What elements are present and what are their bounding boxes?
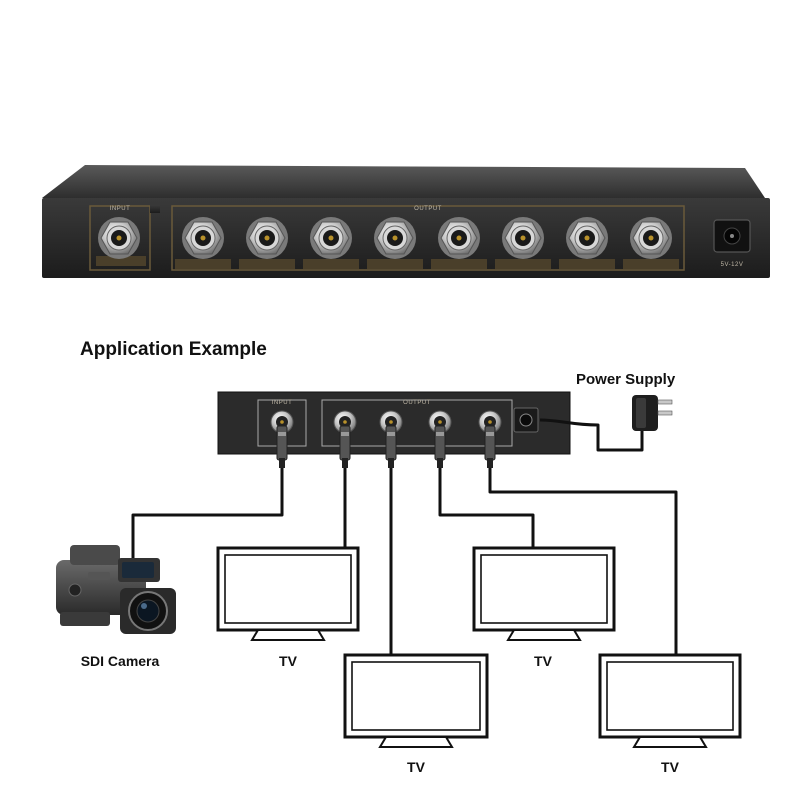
input-frame-label: INPUT [110, 206, 131, 212]
camera-icon [56, 545, 176, 634]
cable-out-3 [438, 465, 535, 550]
power-supply-label: Power Supply [576, 371, 676, 388]
diagram-output-label: OUTPUT [403, 400, 431, 406]
bnc-connector-icon [333, 410, 357, 434]
tv-group: TV TV TV TV [216, 546, 742, 775]
camera-label: SDI Camera [81, 653, 160, 669]
photo-bnc-row [98, 217, 672, 259]
bnc-plug [434, 425, 446, 468]
cable-out-4 [488, 465, 678, 655]
cable-camera [131, 465, 284, 560]
tv-icon [598, 653, 742, 748]
bnc-connector-icon [310, 217, 352, 259]
power-jack-label: 5V-12V [721, 262, 744, 268]
power-adapter-icon [632, 395, 673, 431]
tv-icon [343, 653, 489, 748]
cable-power [539, 418, 644, 452]
bnc-connector-icon [566, 217, 608, 259]
bnc-connector-icon [438, 217, 480, 259]
tv-icon [216, 546, 360, 641]
tv-label: TV [407, 759, 426, 775]
splitter-device-photo: INPUT OUTPUT 5V-12V [42, 165, 770, 278]
tv-label: TV [534, 653, 553, 669]
diagram-output-frame [321, 399, 513, 447]
bnc-connector-icon [98, 217, 140, 259]
bnc-plug [339, 425, 351, 468]
tv-label: TV [279, 653, 298, 669]
bnc-connector-icon [630, 217, 672, 259]
bnc-connector-icon [374, 217, 416, 259]
tv-label: TV [661, 759, 680, 775]
input-frame [89, 205, 151, 271]
tv-icon [472, 546, 616, 641]
bnc-plug [276, 425, 288, 468]
device-top-face [42, 165, 765, 198]
bnc-connector-icon [379, 410, 403, 434]
diagram-heading: Application Example [80, 339, 267, 360]
bnc-plug [385, 425, 397, 468]
output-frame-label: OUTPUT [414, 206, 442, 212]
output-frame [171, 205, 685, 271]
diagram-input-label: INPUT [272, 400, 293, 406]
cables [131, 418, 678, 655]
bnc-connector-icon [502, 217, 544, 259]
bnc-connector-icon [182, 217, 224, 259]
bnc-connector-icon [246, 217, 288, 259]
bnc-plug [484, 425, 496, 468]
